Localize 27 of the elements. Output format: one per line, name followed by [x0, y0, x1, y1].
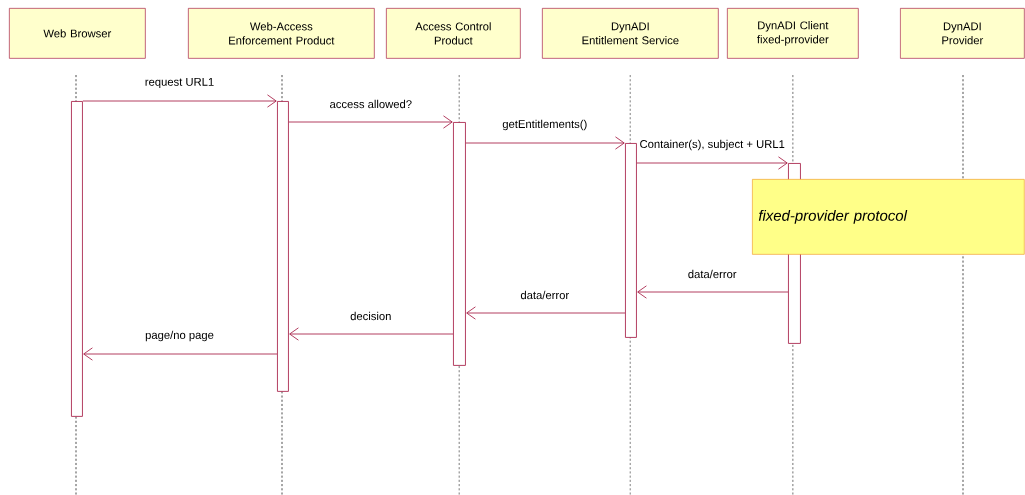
message-label: access allowed? [327, 98, 414, 110]
activation-bar [453, 122, 466, 366]
participant-box: DynADI Client fixed-prrovider [727, 8, 859, 59]
message-arrow [636, 156, 788, 170]
activation-bar [277, 101, 289, 392]
message-arrow [637, 285, 789, 299]
message-label: Container(s), subject + URL1 [637, 138, 787, 152]
message-arrow [466, 306, 626, 320]
participant-box: Web-Access Enforcement Product [188, 8, 375, 59]
participant-box: DynADI Entitlement Service [542, 8, 719, 59]
participant-box: Web Browser [9, 8, 146, 59]
message-label: data/error [518, 289, 571, 301]
activation-bar [71, 101, 83, 417]
message-label: request URL1 [143, 76, 216, 90]
participant-box: DynADI Provider [900, 8, 1025, 59]
message-arrow [82, 94, 277, 108]
note-box: fixed-provider protocol [752, 179, 1025, 255]
message-label: getEntitlements() [500, 118, 590, 132]
message-label: page/no page [143, 329, 216, 343]
participant-box: Access Control Product [386, 8, 521, 59]
message-arrow [83, 347, 278, 361]
message-arrow [288, 115, 453, 129]
message-label: data/error [686, 268, 739, 280]
message-arrow [289, 327, 454, 341]
activation-bar [625, 143, 637, 338]
message-arrow [465, 136, 625, 150]
message-label: decision [348, 310, 394, 322]
